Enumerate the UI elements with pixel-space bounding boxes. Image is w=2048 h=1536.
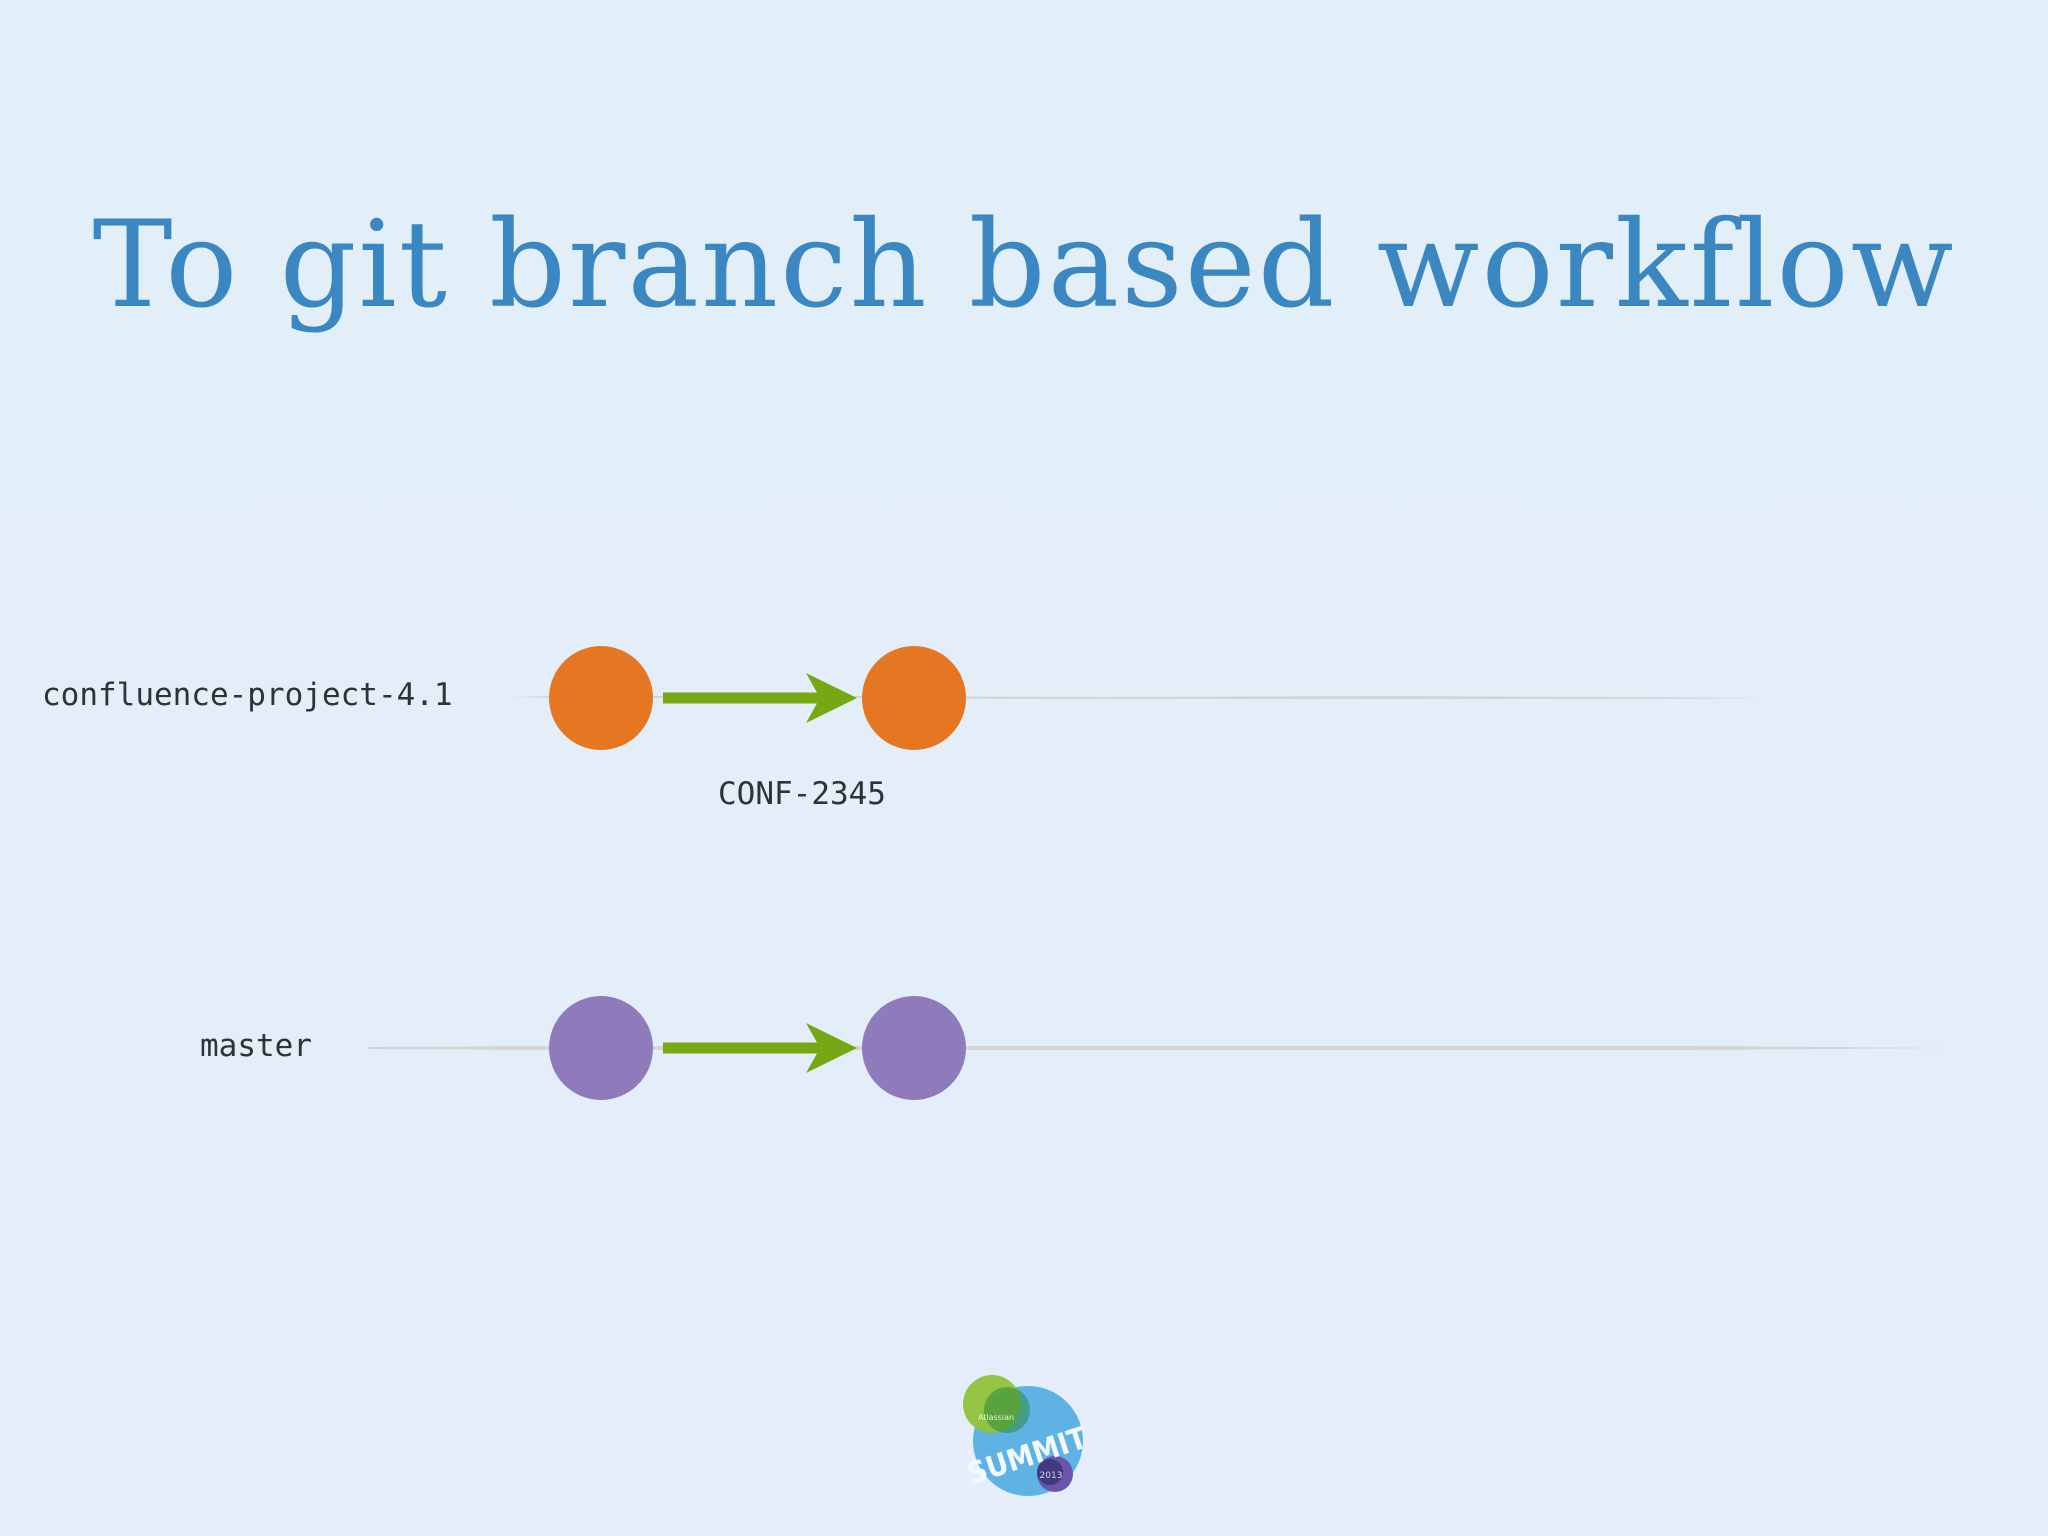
project-commit-1 [549,646,653,750]
master-branch-arrow [663,1023,857,1073]
master-commit-2 [862,996,966,1100]
slide-title: To git branch based workflow [92,196,1956,335]
atlassian-summit-logo: Atlassian SUMMIT 2013 [963,1375,1085,1496]
project-commit-2 [862,646,966,750]
logo-year: 2013 [1040,1471,1063,1481]
branch-label-master: master [200,1028,312,1064]
master-commit-1 [549,996,653,1100]
commit-label: CONF-2345 [718,776,886,812]
project-branch-arrow [663,673,857,723]
branch-label-project: confluence-project-4.1 [42,677,453,713]
logo-brand: Atlassian [978,1413,1014,1422]
